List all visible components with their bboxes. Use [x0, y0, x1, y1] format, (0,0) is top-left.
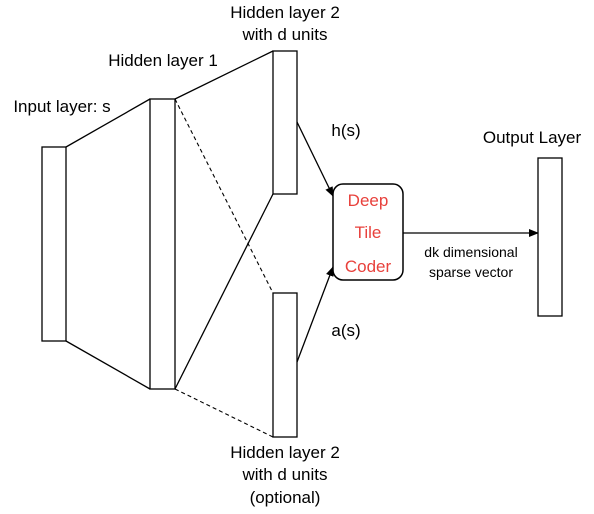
hidden-layer-2-bottom-label-line3: (optional): [250, 488, 321, 507]
hidden-layer-2-top-box: [272, 50, 298, 195]
h-arrow: [296, 121, 334, 197]
deep-tile-coder-box: [332, 183, 404, 281]
hidden-layer-1-label: Hidden layer 1: [108, 51, 218, 70]
hidden-layer-2-bottom-box: [272, 292, 298, 438]
sparse-vector-label-line2: sparse vector: [429, 264, 513, 280]
hidden1-to-hidden2-bottom-edge-lower: [174, 388, 274, 438]
deep-tile-coder-label-line1: Deep: [348, 191, 389, 210]
deep-tile-coder-label-line2: Tile: [355, 223, 382, 242]
input-to-hidden1-edge-top: [65, 98, 151, 148]
hidden-layer-2-bottom-label-line1: Hidden layer 2: [230, 443, 340, 462]
output-layer-label: Output Layer: [483, 128, 582, 147]
hidden1-to-hidden2-top-edge-upper: [174, 50, 274, 100]
a-of-s-label: a(s): [331, 321, 360, 340]
h-of-s-label: h(s): [331, 121, 360, 140]
hidden-layer-1-box: [149, 98, 176, 390]
hidden1-to-hidden2-bottom-edge-upper: [174, 98, 274, 294]
hidden-layer-2-top-label-line2: with d units: [241, 25, 327, 44]
input-to-hidden1-edge-bottom: [65, 340, 151, 390]
output-layer-box: [537, 157, 563, 317]
a-arrow: [296, 266, 334, 363]
deep-tile-coder-label-line3: Coder: [345, 257, 392, 276]
input-layer-box: [41, 146, 67, 342]
hidden-layer-2-top-label-line1: Hidden layer 2: [230, 3, 340, 22]
hidden-layer-2-bottom-label-line2: with d units: [241, 465, 327, 484]
input-layer-label: Input layer: s: [13, 97, 110, 116]
hidden1-to-hidden2-top-edge-lower: [174, 193, 274, 390]
sparse-vector-label-line1: dk dimensional: [424, 244, 517, 260]
